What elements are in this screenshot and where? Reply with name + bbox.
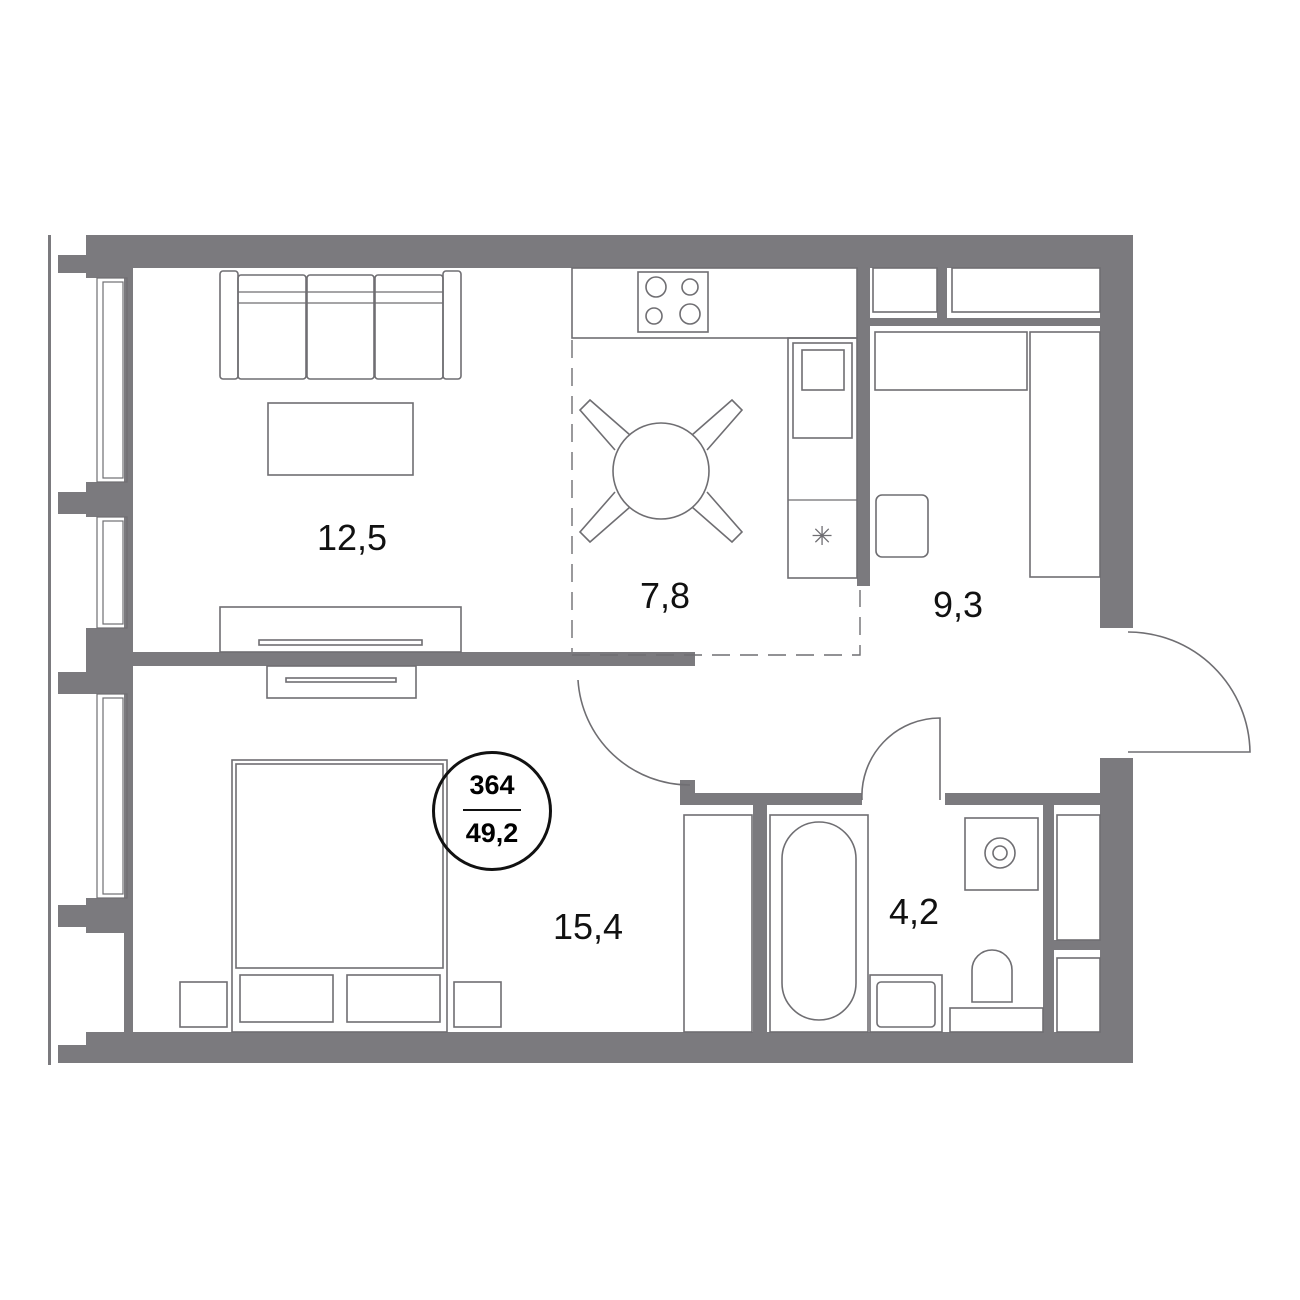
bedroom-door — [577, 679, 691, 786]
bed — [179, 759, 502, 1033]
room-area-kitchen: 7,8 — [639, 575, 691, 616]
entrance-door — [1127, 631, 1251, 753]
doors[interactable] — [577, 631, 1251, 801]
room-area-bathroom: 4,2 — [888, 891, 940, 932]
tv-stand — [219, 606, 462, 699]
kitchen-counter: ✳ — [571, 267, 858, 579]
dining-table — [578, 398, 744, 544]
room-area-bedroom: 15,4 — [552, 906, 624, 947]
coffee-table — [267, 402, 414, 476]
room-area-living: 12,5 — [316, 517, 388, 558]
apartment-number: 364 — [469, 770, 515, 800]
sofa — [219, 270, 462, 380]
bathroom-door — [861, 717, 941, 801]
total-area: 49,2 — [465, 818, 519, 848]
sink-icon: ✳ — [811, 522, 833, 552]
bathroom-fixtures — [769, 814, 1044, 1033]
kitchen-zone-outline — [571, 340, 861, 656]
apartment-badge: 364 49,2 — [432, 751, 552, 871]
badge-divider — [463, 809, 521, 811]
walls — [48, 235, 1133, 1065]
room-area-hallway: 9,3 — [932, 584, 984, 625]
windows — [96, 277, 128, 899]
wardrobes — [683, 267, 1101, 1033]
